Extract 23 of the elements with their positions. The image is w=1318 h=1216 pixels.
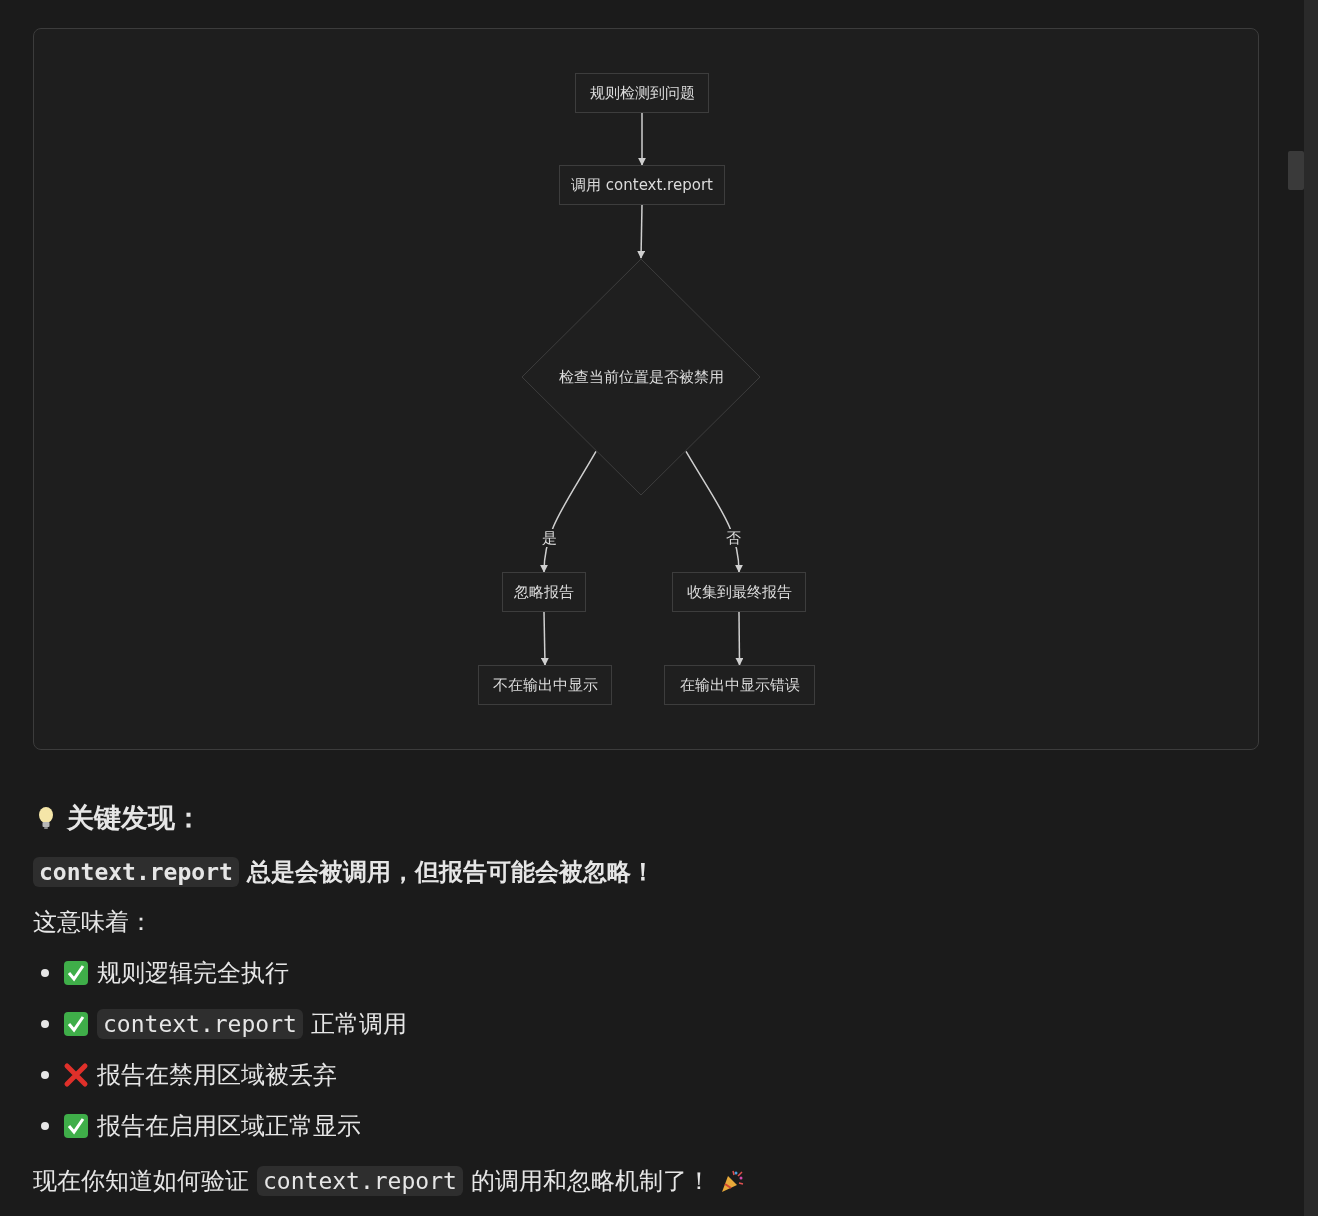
arrow — [735, 611, 744, 666]
text: 现在你知道如何验证 — [33, 1166, 249, 1197]
process-box: 在输出中显示错误 — [664, 665, 815, 705]
decision-diamond: 检查当前位置是否被禁用 — [521, 258, 761, 496]
text: 正常调用 — [310, 1009, 407, 1040]
text: 报告在启用区域正常显示 — [97, 1111, 361, 1142]
arrow — [638, 112, 646, 166]
text: 这意味着： — [33, 907, 153, 938]
text: 规则逻辑完全执行 — [97, 958, 289, 989]
inline-code: context.report — [33, 857, 239, 887]
arrow — [540, 611, 549, 666]
section-heading: 关键发现： — [67, 801, 202, 835]
process-box: 忽略报告 — [502, 572, 586, 612]
text: 的调用和忽略机制了！ — [470, 1166, 711, 1197]
process-box: 收集到最终报告 — [672, 572, 806, 612]
inline-code: context.report — [257, 1166, 463, 1196]
process-box: 不在输出中显示 — [478, 665, 612, 705]
text: 报告在禁用区域被丢弃 — [97, 1060, 337, 1091]
process-box: 调用 context.report — [559, 165, 725, 205]
arrow — [637, 204, 646, 259]
process-box: 规则检测到问题 — [575, 73, 709, 113]
text: 总是会被调用，但报告可能会被忽略！ — [246, 857, 655, 888]
inline-code: context.report — [97, 1009, 303, 1039]
